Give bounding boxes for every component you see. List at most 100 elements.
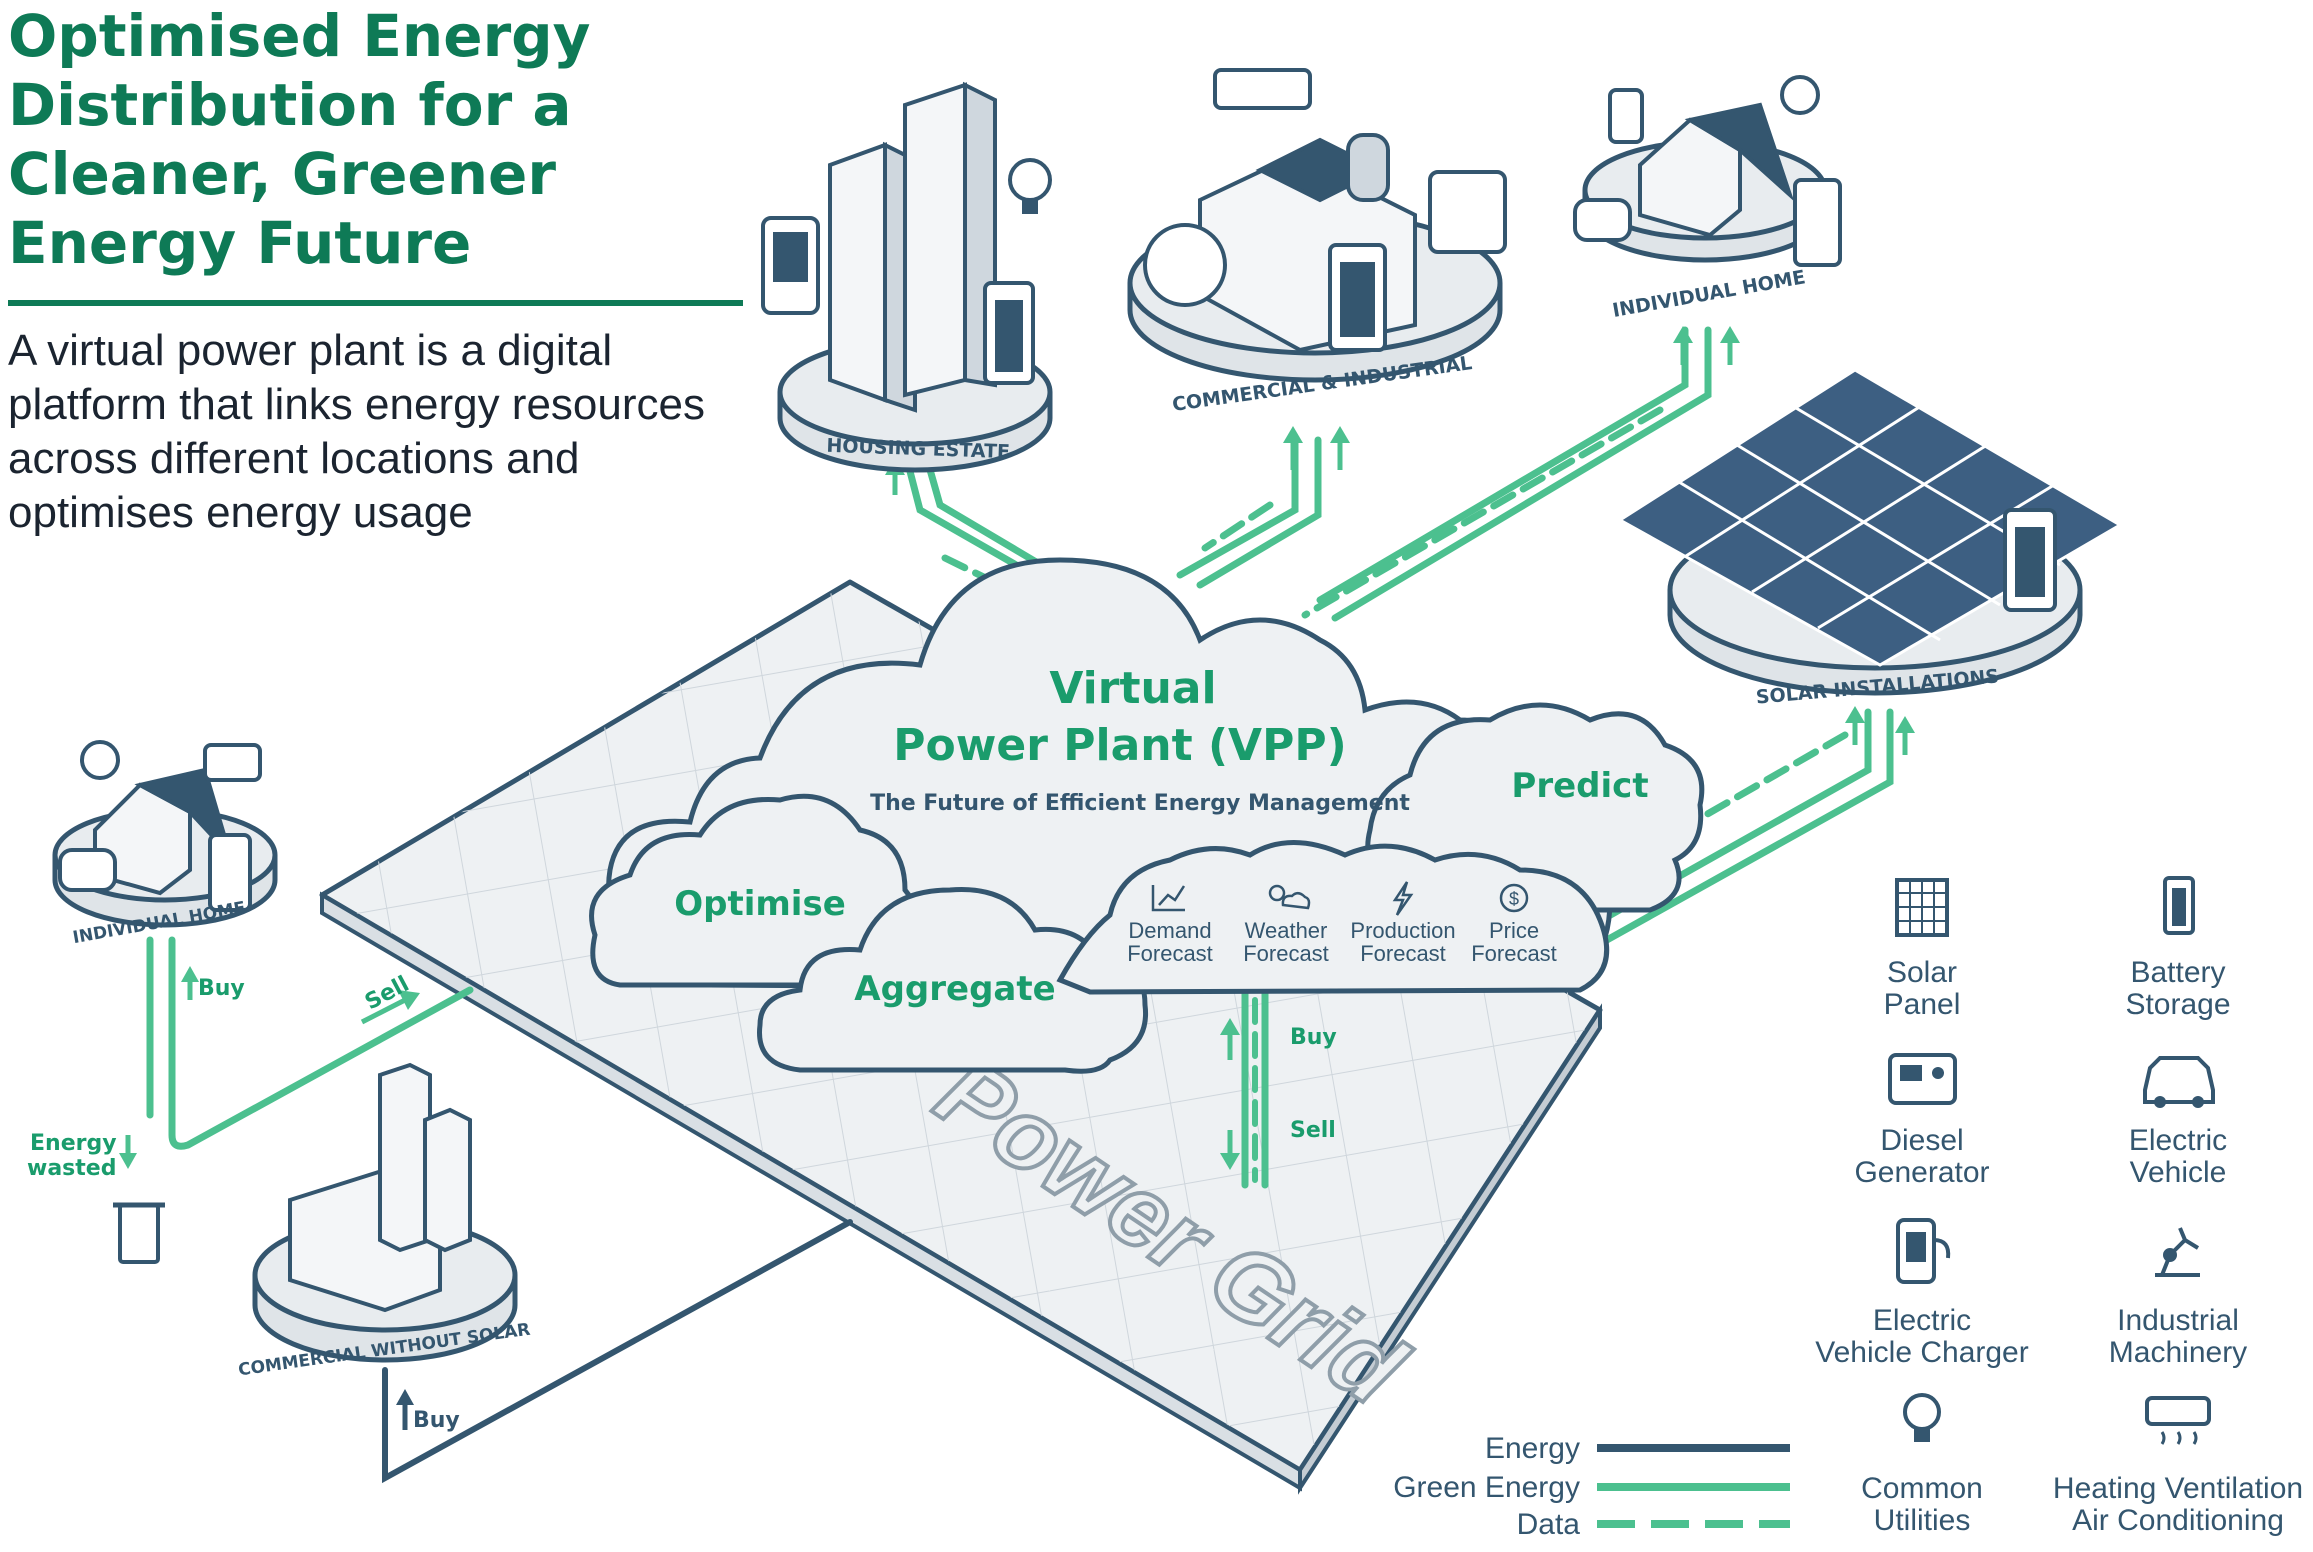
arrow-up-icon <box>396 1389 414 1430</box>
weather-icon <box>1268 884 1311 910</box>
green-energy-line <box>1176 436 1299 579</box>
forecast-item: Demand Forecast <box>1127 885 1213 966</box>
forecast-item: $ Price Forecast <box>1471 883 1557 966</box>
electric-vehicle-icon <box>1573 198 1632 242</box>
energy-wasted-label: wasted <box>27 1156 116 1181</box>
green-energy-line <box>168 936 474 1150</box>
title-line: Cleaner, Greener <box>8 140 556 209</box>
flow-arrows <box>119 326 1915 1430</box>
lightning-icon <box>1392 881 1414 916</box>
legend-label: Machinery <box>2109 1336 2247 1369</box>
forecast-item: Weather Forecast <box>1243 884 1329 966</box>
legend-label: Heating Ventilation <box>2053 1472 2303 1505</box>
legend-label: Storage <box>2125 988 2230 1021</box>
bar-chart-icon <box>1151 885 1186 912</box>
battery-icon <box>208 833 252 912</box>
electric-vehicle-icon <box>2143 1056 2215 1108</box>
page-subtitle: A virtual power plant is a digital platf… <box>8 326 705 537</box>
tower-icon <box>828 81 997 413</box>
vpp-title-line1: Virtual <box>1049 663 1216 714</box>
legend-label: Diesel <box>1880 1124 1963 1157</box>
legend-lines: Energy Green Energy Data <box>1393 1432 1790 1541</box>
legend-item: Electric Vehicle Charger <box>1815 1218 2029 1369</box>
forecast-label: Forecast <box>1471 941 1557 966</box>
solar-panel-icon <box>1895 878 1949 937</box>
legend-label: Common <box>1861 1472 1983 1505</box>
legend-line-item: Data <box>1517 1508 1790 1541</box>
page-title: Optimised Energy Distribution for a Clea… <box>8 2 591 278</box>
legend-item: Solar Panel <box>1884 878 1960 1021</box>
legend-line-label: Green Energy <box>1393 1471 1580 1504</box>
legend-line-item: Energy <box>1485 1432 1790 1465</box>
energy-line <box>382 1219 853 1484</box>
legend-item: Battery Storage <box>2125 876 2231 1021</box>
arrow-up-icon <box>1330 426 1350 470</box>
legend-item: Electric Vehicle <box>2129 1056 2227 1189</box>
vpp-title-line2: Power Plant (VPP) <box>893 720 1346 771</box>
dollar-icon: $ <box>1499 883 1529 913</box>
legend-label: Air Conditioning <box>2072 1504 2284 1537</box>
energy-wasted-label: Energy <box>30 1131 117 1156</box>
forecast-label: Production <box>1350 918 1455 943</box>
green-energy-line <box>1576 708 1894 959</box>
lightbulb-icon <box>1903 1393 1941 1442</box>
legend-label: Electric <box>2129 1124 2227 1157</box>
battery-icon <box>2163 876 2195 935</box>
legend-item: Industrial Machinery <box>2109 1227 2247 1369</box>
solar-array-icon <box>1617 368 2123 667</box>
forecast-label: Forecast <box>1127 941 1213 966</box>
legend-label: Solar <box>1887 956 1957 989</box>
legend-label: Utilities <box>1874 1504 1971 1537</box>
legend-label: Battery <box>2130 956 2225 989</box>
site-individual-home-left: INDIVIDUAL HOME <box>52 740 278 948</box>
flow-labels: Buy Sell Energy wasted Buy Sell Buy <box>27 972 1337 1433</box>
title-line: Optimised Energy <box>8 2 591 70</box>
ev-charger-icon <box>1608 88 1644 144</box>
battery-icon <box>1328 243 1387 352</box>
electric-vehicle-icon <box>58 848 117 892</box>
legend-item: Common Utilities <box>1861 1393 1983 1537</box>
industrial-machinery-icon <box>1143 223 1227 307</box>
battery-icon <box>2003 508 2057 612</box>
site-commercial-without-solar: COMMERCIAL WITHOUT SOLAR <box>237 1062 532 1380</box>
svg-text:$: $ <box>1509 889 1519 909</box>
hvac-icon <box>203 743 262 782</box>
legend-label: Vehicle Charger <box>1815 1336 2028 1369</box>
forecast-label: Price <box>1489 918 1539 943</box>
legend-label: Electric <box>1873 1304 1971 1337</box>
arrow-down-icon <box>119 1135 137 1169</box>
aggregate-label: Aggregate <box>854 969 1055 1009</box>
optimise-label: Optimise <box>674 884 846 924</box>
trash-bin-icon <box>113 1202 165 1264</box>
forecast-item: Production Forecast <box>1350 881 1456 966</box>
diesel-generator-icon <box>1428 170 1507 254</box>
sell-label: Sell <box>1290 1118 1336 1143</box>
site-label: INDIVIDUAL HOME <box>1611 266 1807 322</box>
site-housing-estate: HOUSING ESTATE <box>761 81 1053 473</box>
lightbulb-icon <box>1008 158 1052 214</box>
arrow-down-icon <box>1220 1130 1240 1170</box>
buy-label: Buy <box>413 1408 460 1433</box>
arrow-up-icon <box>1220 1018 1240 1060</box>
vpp-cloud <box>589 557 1705 1074</box>
predict-label: Predict <box>1511 766 1648 806</box>
arrow-right-icon <box>360 990 420 1025</box>
title-divider <box>8 300 743 306</box>
arrow-up-icon <box>1845 706 1865 745</box>
legend-item: Diesel Generator <box>1854 1053 1990 1189</box>
house-icon <box>1638 102 1795 238</box>
site-commercial-industrial: COMMERCIAL & INDUSTRIAL <box>1127 68 1507 416</box>
hvac-icon <box>2145 1396 2211 1445</box>
solar-panel-icon <box>1213 68 1312 110</box>
vpp-text: Virtual Power Plant (VPP) The Future of … <box>674 663 1648 1009</box>
battery-icon <box>1793 178 1842 267</box>
arrow-up-icon <box>1895 716 1915 755</box>
legend-line-label: Data <box>1517 1508 1581 1541</box>
arrow-up-icon <box>181 966 199 1000</box>
forecast-label: Weather <box>1245 918 1328 943</box>
industrial-machinery-icon <box>2155 1227 2200 1277</box>
legend-icons: Solar Panel Battery Storage Diesel Gener… <box>1815 876 2303 1537</box>
arrow-up-icon <box>1283 426 1303 470</box>
cloud-aggregate <box>757 887 1149 1074</box>
